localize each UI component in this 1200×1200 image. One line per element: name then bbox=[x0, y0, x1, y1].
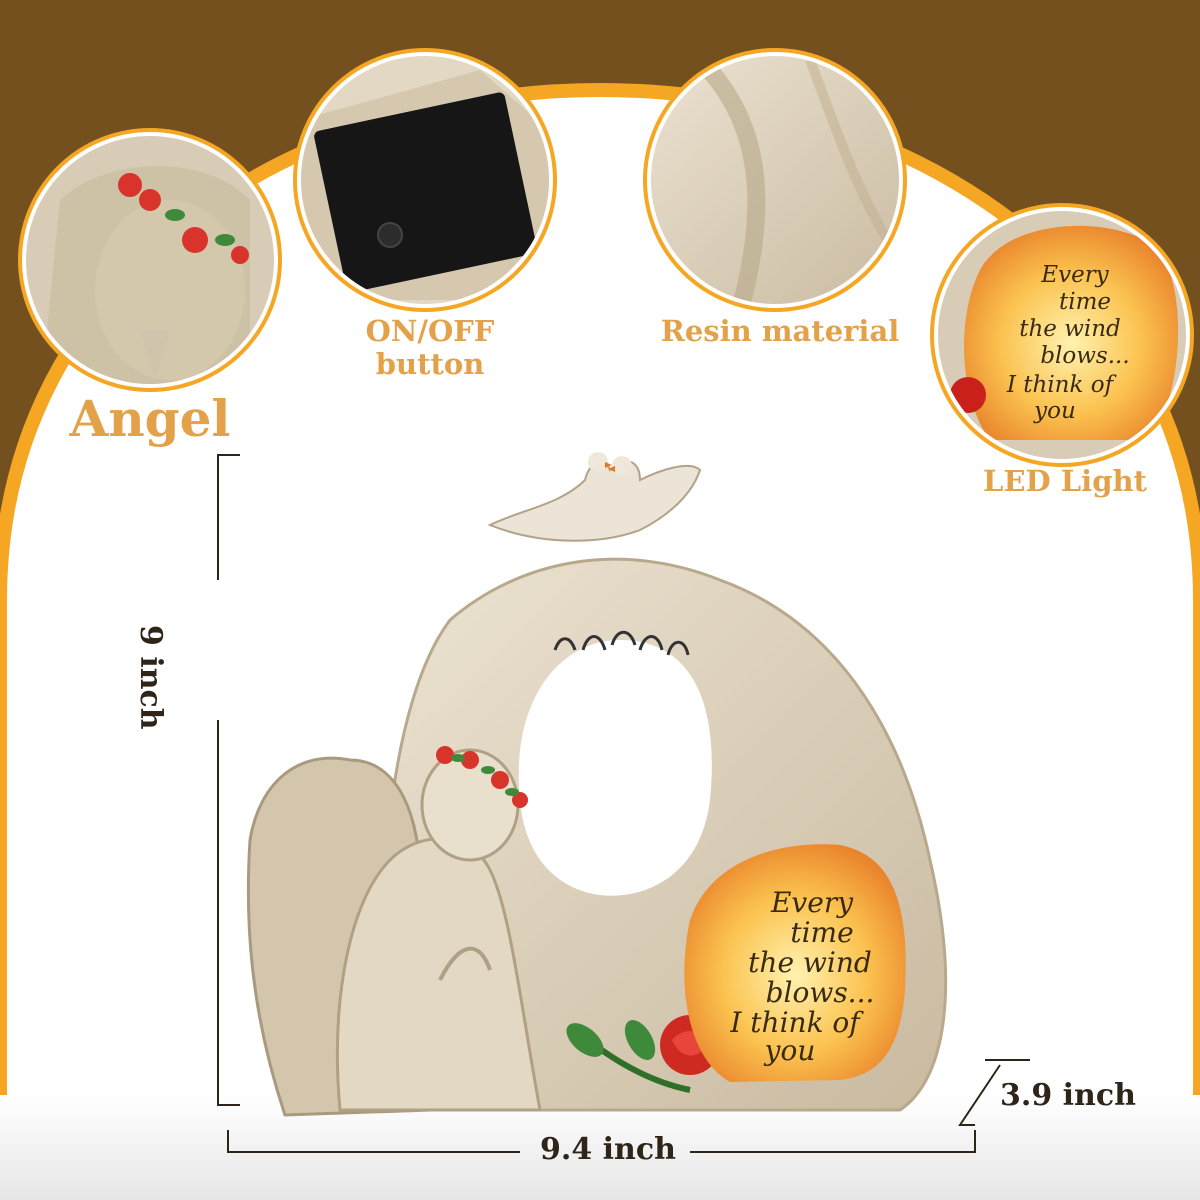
height-dimension-line bbox=[217, 454, 240, 1106]
resin-material-label: Resin material bbox=[660, 314, 900, 348]
angel-detail-circle bbox=[18, 128, 282, 392]
plaque-text-1: Every bbox=[770, 886, 854, 919]
led-circle-text-4: blows... bbox=[1040, 343, 1129, 369]
led-detail-circle: Every time the wind blows... I think of … bbox=[930, 203, 1194, 467]
resin-detail-circle bbox=[643, 48, 907, 312]
plaque-text-2: time bbox=[790, 916, 853, 949]
wind-chimes bbox=[553, 630, 690, 895]
led-circle-text-1: Every bbox=[1040, 262, 1109, 288]
led-circle-text-2: time bbox=[1059, 289, 1111, 315]
led-circle-text-3: the wind bbox=[1019, 316, 1121, 342]
onoff-label-line2: button bbox=[375, 347, 485, 382]
led-circle-text-5: I think of bbox=[1006, 372, 1117, 398]
plaque-text-5: I think of bbox=[729, 1006, 864, 1039]
onoff-detail-circle bbox=[293, 48, 557, 312]
depth-dimension-line bbox=[958, 1059, 1030, 1126]
angel-label: Angel bbox=[69, 389, 231, 448]
onoff-label-line1: ON/OFF bbox=[365, 314, 495, 348]
angel-figure bbox=[246, 746, 542, 1117]
plaque-text-4: blows... bbox=[766, 976, 875, 1009]
plaque-text-3: the wind bbox=[748, 946, 872, 979]
height-dimension-label: 9 inch bbox=[133, 625, 168, 730]
led-plaque bbox=[684, 844, 906, 1082]
flower-crown bbox=[436, 746, 528, 808]
onoff-button-label: ON/OFF button bbox=[330, 314, 530, 382]
plaque-text-6: you bbox=[763, 1034, 816, 1067]
led-circle-text-6: you bbox=[1033, 398, 1076, 424]
floor bbox=[0, 1095, 1200, 1200]
statue: Every time the wind blows... I think of … bbox=[246, 452, 948, 1117]
led-light-label: LED Light bbox=[983, 464, 1147, 498]
width-dimension-label: 9.4 inch bbox=[540, 1132, 676, 1167]
width-dimension-line bbox=[227, 1130, 976, 1153]
doves bbox=[487, 452, 702, 542]
depth-dimension-label: 3.9 inch bbox=[1000, 1078, 1136, 1113]
